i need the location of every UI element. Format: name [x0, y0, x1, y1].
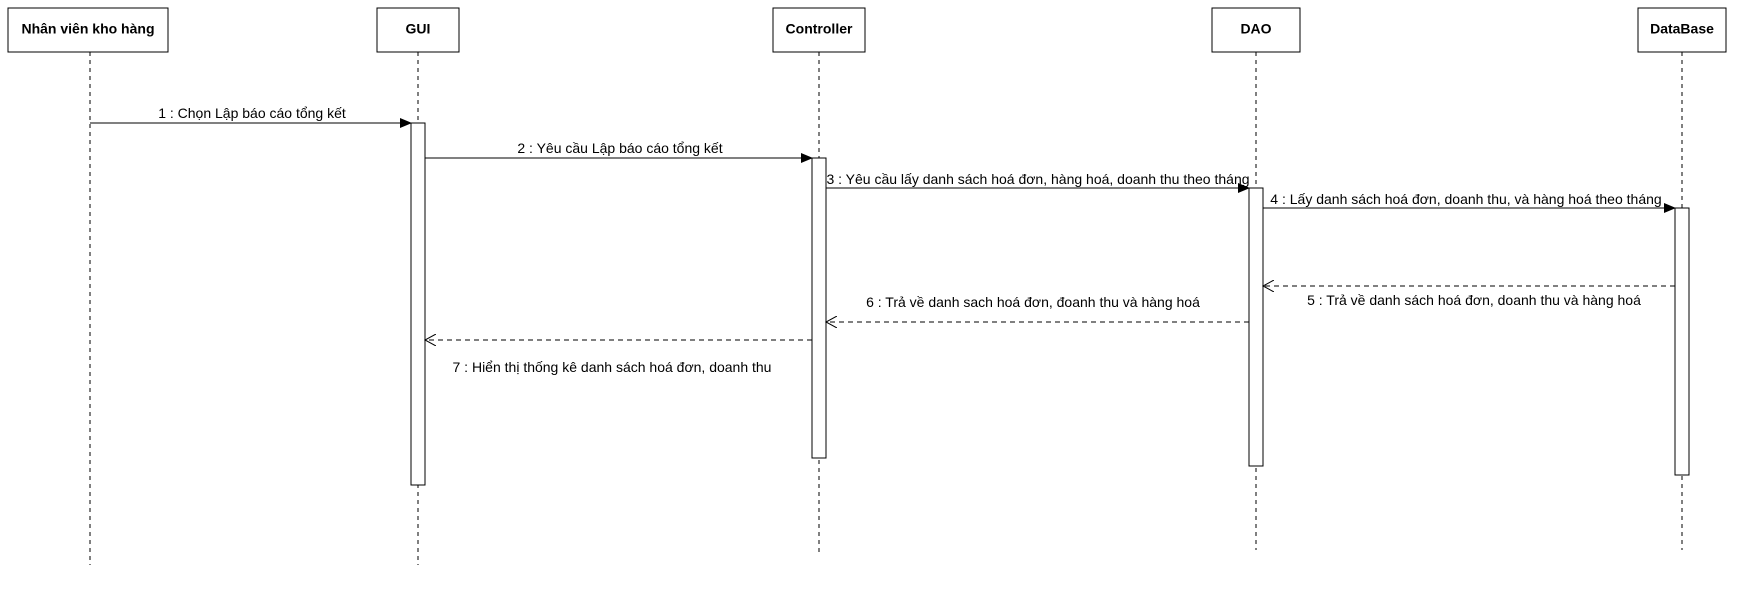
message-label: 4 : Lấy danh sách hoá đơn, doanh thu, và… [1270, 191, 1661, 207]
message-label: 3 : Yêu cầu lấy danh sách hoá đơn, hàng … [826, 171, 1249, 187]
message-label: 2 : Yêu cầu Lập báo cáo tổng kết [517, 140, 722, 156]
participant-label: DAO [1240, 21, 1271, 37]
message-5-return[interactable]: 5 : Trả về danh sách hoá đơn, doanh thu … [1263, 286, 1675, 308]
message-6-return[interactable]: 6 : Trả về danh sach hoá đơn, đoanh thu … [826, 294, 1249, 322]
message-label: 6 : Trả về danh sach hoá đơn, đoanh thu … [866, 294, 1200, 310]
message-1[interactable]: 1 : Chọn Lập báo cáo tổng kết [90, 105, 412, 128]
activation-gui [410, 122, 426, 486]
message-label: 7 : Hiển thị thống kê danh sách hoá đơn,… [453, 359, 772, 375]
participant-label: Controller [786, 21, 853, 37]
participant-label: Nhân viên kho hàng [21, 21, 154, 37]
message-4[interactable]: 4 : Lấy danh sách hoá đơn, doanh thu, và… [1263, 191, 1676, 213]
activation-dao [1248, 187, 1264, 467]
participant-dao[interactable]: DAO [1211, 7, 1301, 53]
participant-label: DataBase [1650, 21, 1714, 37]
participant-label: GUI [406, 21, 431, 37]
activation-database [1674, 207, 1690, 476]
participant-nhan-vien-kho-hang[interactable]: Nhân viên kho hàng [7, 7, 169, 53]
participant-gui[interactable]: GUI [376, 7, 460, 53]
message-label: 5 : Trả về danh sách hoá đơn, doanh thu … [1307, 292, 1641, 308]
participant-controller[interactable]: Controller [772, 7, 866, 53]
activation-controller [811, 157, 827, 459]
message-7-return[interactable]: 7 : Hiển thị thống kê danh sách hoá đơn,… [425, 340, 812, 375]
message-3[interactable]: 3 : Yêu cầu lấy danh sách hoá đơn, hàng … [826, 171, 1250, 193]
message-label: 1 : Chọn Lập báo cáo tổng kết [158, 105, 346, 121]
message-2[interactable]: 2 : Yêu cầu Lập báo cáo tổng kết [425, 140, 813, 163]
participant-database[interactable]: DataBase [1637, 7, 1727, 53]
